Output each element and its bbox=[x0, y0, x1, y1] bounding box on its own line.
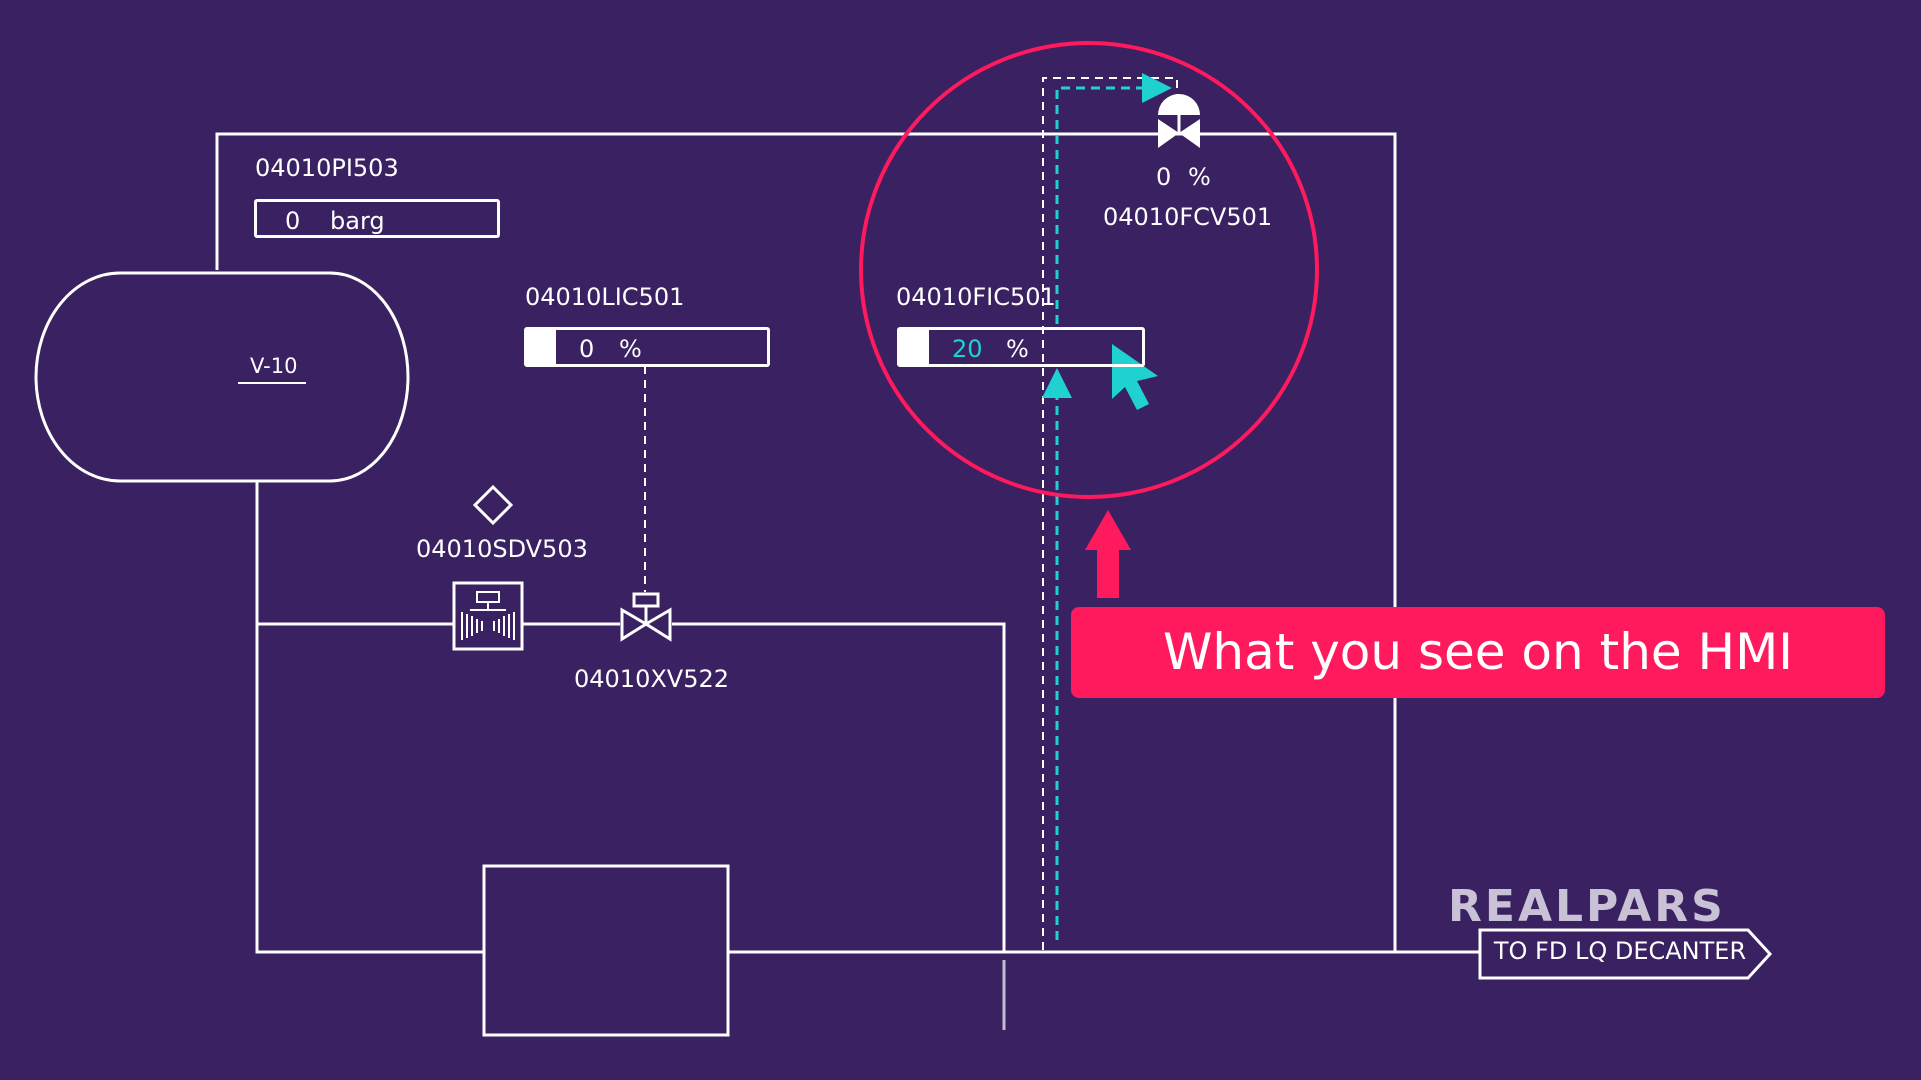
pi503-unit: barg bbox=[330, 207, 385, 235]
sdv503-valve-icon bbox=[452, 581, 524, 651]
mouse-cursor-icon bbox=[1112, 344, 1158, 410]
valve-branch-pipe-3 bbox=[672, 622, 1006, 952]
fic501-value: 20 bbox=[952, 335, 983, 363]
pump-skid-box bbox=[482, 864, 730, 1037]
vessel-v10-shape bbox=[34, 271, 410, 483]
fic-signal-line-white bbox=[1042, 77, 1178, 950]
lic501-tag: 04010LIC501 bbox=[525, 283, 685, 311]
lic501-bar-fill bbox=[527, 330, 556, 364]
realpars-logo: REALPARS bbox=[1448, 881, 1726, 932]
callout-arrow-icon bbox=[1085, 510, 1131, 598]
hmi-callout-banner: What you see on the HMI bbox=[1071, 607, 1885, 698]
hmi-callout-text: What you see on the HMI bbox=[1162, 623, 1794, 681]
fcv501-tag: 04010FCV501 bbox=[1103, 203, 1273, 231]
destination-label: TO FD LQ DECANTER bbox=[1493, 937, 1747, 965]
xv522-tag: 04010XV522 bbox=[574, 665, 730, 693]
fic501-bar-fill bbox=[900, 330, 929, 364]
fic501-faceplate[interactable]: 20 % bbox=[897, 327, 1145, 367]
vessel-outlet-pipe bbox=[255, 482, 484, 954]
fic501-unit: % bbox=[1006, 335, 1029, 363]
pi503-value: 0 bbox=[285, 207, 301, 235]
fic501-tag: 04010FIC501 bbox=[896, 283, 1056, 311]
pi503-tag: 04010PI503 bbox=[255, 154, 399, 182]
sdv503-tag: 04010SDV503 bbox=[416, 535, 588, 563]
highlight-circle bbox=[859, 41, 1319, 499]
fcv501-unit: % bbox=[1188, 163, 1211, 191]
xv522-valve-icon bbox=[620, 592, 672, 642]
vessel-tag: V-10 bbox=[250, 354, 298, 378]
pi503-value-box: 0 barg bbox=[254, 199, 500, 238]
fcv501-value: 0 bbox=[1156, 163, 1172, 191]
destination-tag-shape bbox=[1478, 928, 1773, 980]
lic501-unit: % bbox=[619, 335, 642, 363]
process-piping bbox=[215, 132, 1480, 1037]
vessel-top-pipe bbox=[215, 132, 1397, 952]
lic501-value: 0 bbox=[579, 335, 595, 363]
fcv501-valve-icon bbox=[1158, 94, 1200, 148]
lic501-faceplate[interactable]: 0 % bbox=[524, 327, 770, 367]
sdv503-diamond-icon bbox=[472, 484, 514, 526]
fic-output-signal bbox=[1055, 73, 1172, 324]
